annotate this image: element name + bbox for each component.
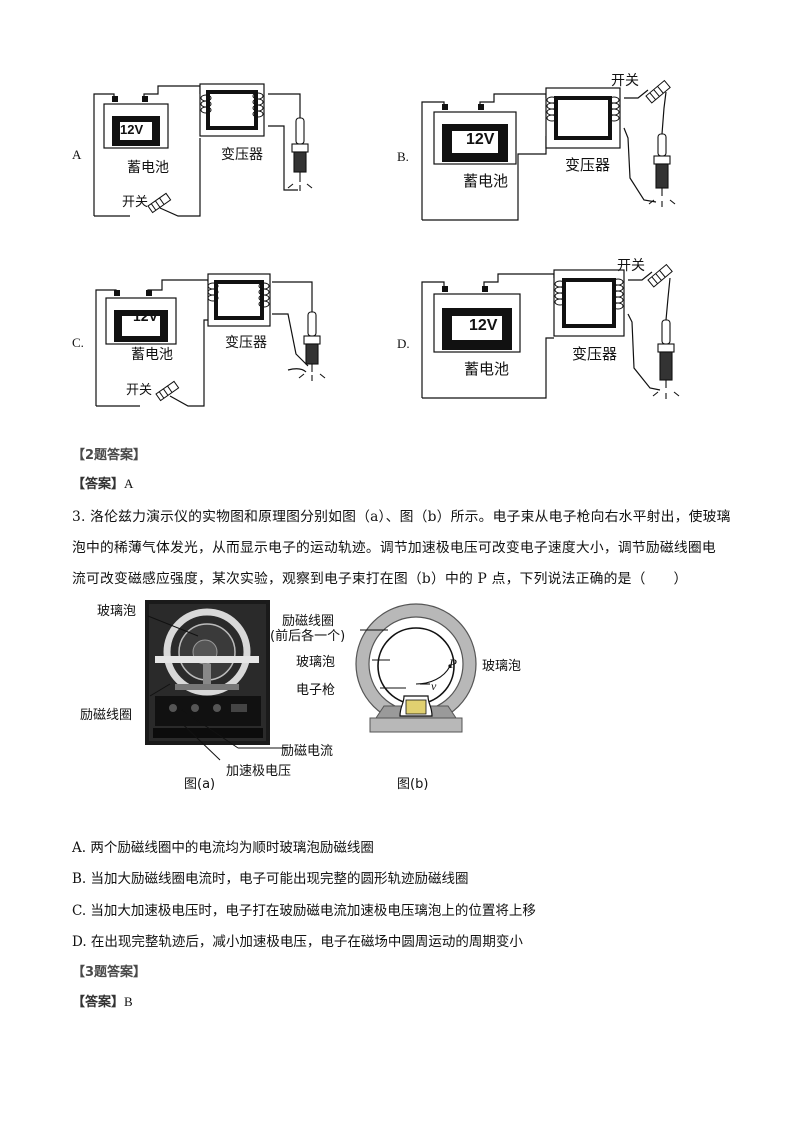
switch-label-c: 开关 (126, 383, 153, 398)
q3-option-a: A. 两个励磁线圈中的电流均为顺时玻璃泡励磁线圈 (72, 840, 374, 856)
battery-label-c: 蓄电池 (131, 347, 173, 363)
battery-voltage-c: 12V (133, 308, 158, 324)
fig-b-label-p: P (449, 656, 457, 671)
fig-b-label-v: v (431, 679, 437, 693)
battery-voltage-b: 12V (466, 131, 495, 148)
battery-label-a: 蓄电池 (127, 160, 169, 176)
fig-b-label-bulb-left: 玻璃泡 (296, 655, 336, 670)
battery-label-d: 蓄电池 (464, 360, 510, 378)
transformer-label-d: 变压器 (572, 345, 618, 363)
q3-answer-row: 【答案】B (72, 991, 133, 1010)
q3-stem-line-2: 泡中的稀薄气体发光，从而显示电子的运动轨迹。调节加速极电压可改变电子速度大小，调… (72, 540, 716, 556)
q3-option-b: B. 当加大励磁线圈电流时，电子可能出现完整的圆形轨迹励磁线圈 (72, 871, 469, 887)
q3-stem-line-3: 流可改变磁感应强度，某次实验，观察到电子束打在图（b）中的 P 点，下列说法正确… (72, 571, 688, 587)
q2-answer-value: A (124, 476, 134, 491)
switch-label-b: 开关 (611, 73, 639, 89)
option-letter-c: C. (72, 335, 84, 350)
fig-a-caption: 图(a) (184, 777, 216, 792)
fig-b-caption: 图(b) (397, 777, 429, 792)
transformer-label-c: 变压器 (225, 335, 267, 351)
q3-stem-line-1: 3. 洛伦兹力演示仪的实物图和原理图分别如图（a）、图（b）所示。电子束从电子枪… (72, 509, 731, 525)
q3-answer-label: 【答案】 (72, 995, 125, 1010)
fig-a-label-coil: 励磁线圈 (80, 708, 133, 723)
transformer-label-a: 变压器 (221, 147, 263, 163)
option-letter-d: D. (397, 336, 410, 351)
transformer-label-b: 变压器 (565, 156, 611, 174)
q2-answer-header: 【2题答案】 (72, 448, 147, 463)
option-letter-a: A (72, 147, 82, 162)
fig-b-label-bulb-right: 玻璃泡 (482, 659, 522, 674)
fig-a-label-current: 励磁电流 (281, 744, 334, 759)
circuit-diagram-b (421, 79, 676, 221)
q3-option-d: D. 在出现完整轨迹后，减小加速极电压，电子在磁场中圆周运动的周期变小 (72, 934, 523, 950)
circuit-diagram-c (95, 273, 326, 407)
option-letter-b: B. (397, 149, 409, 164)
lorentz-demonstrator-photo (145, 600, 270, 745)
fig-a-label-voltage: 加速极电压 (226, 764, 292, 779)
switch-label-a: 开关 (122, 195, 149, 210)
q3-option-c: C. 当加大加速极电压时，电子打在玻励磁电流加速极电压璃泡上的位置将上移 (72, 903, 536, 919)
figure-b-callouts (360, 629, 406, 689)
figure-a-callouts (147, 615, 288, 761)
battery-voltage-a: 12V (120, 122, 144, 137)
q2-answer-label: 【答案】 (72, 477, 125, 492)
battery-voltage-d: 12V (469, 317, 498, 334)
fig-b-label-coil-note: (前后各一个) (270, 629, 346, 644)
switch-label-d: 开关 (617, 258, 645, 274)
circuit-diagram-a (93, 83, 313, 217)
circuit-diagram-d (421, 263, 680, 399)
fig-a-label-bulb: 玻璃泡 (97, 604, 137, 619)
fig-b-label-gun: 电子枪 (296, 683, 336, 698)
q3-answer-value: B (124, 994, 133, 1009)
q3-answer-header: 【3题答案】 (72, 965, 147, 980)
battery-label-b: 蓄电池 (463, 172, 509, 190)
q2-answer-row: 【答案】A (72, 473, 133, 492)
fig-b-label-coil: 励磁线圈 (282, 614, 335, 629)
lorentz-schematic (355, 603, 477, 733)
